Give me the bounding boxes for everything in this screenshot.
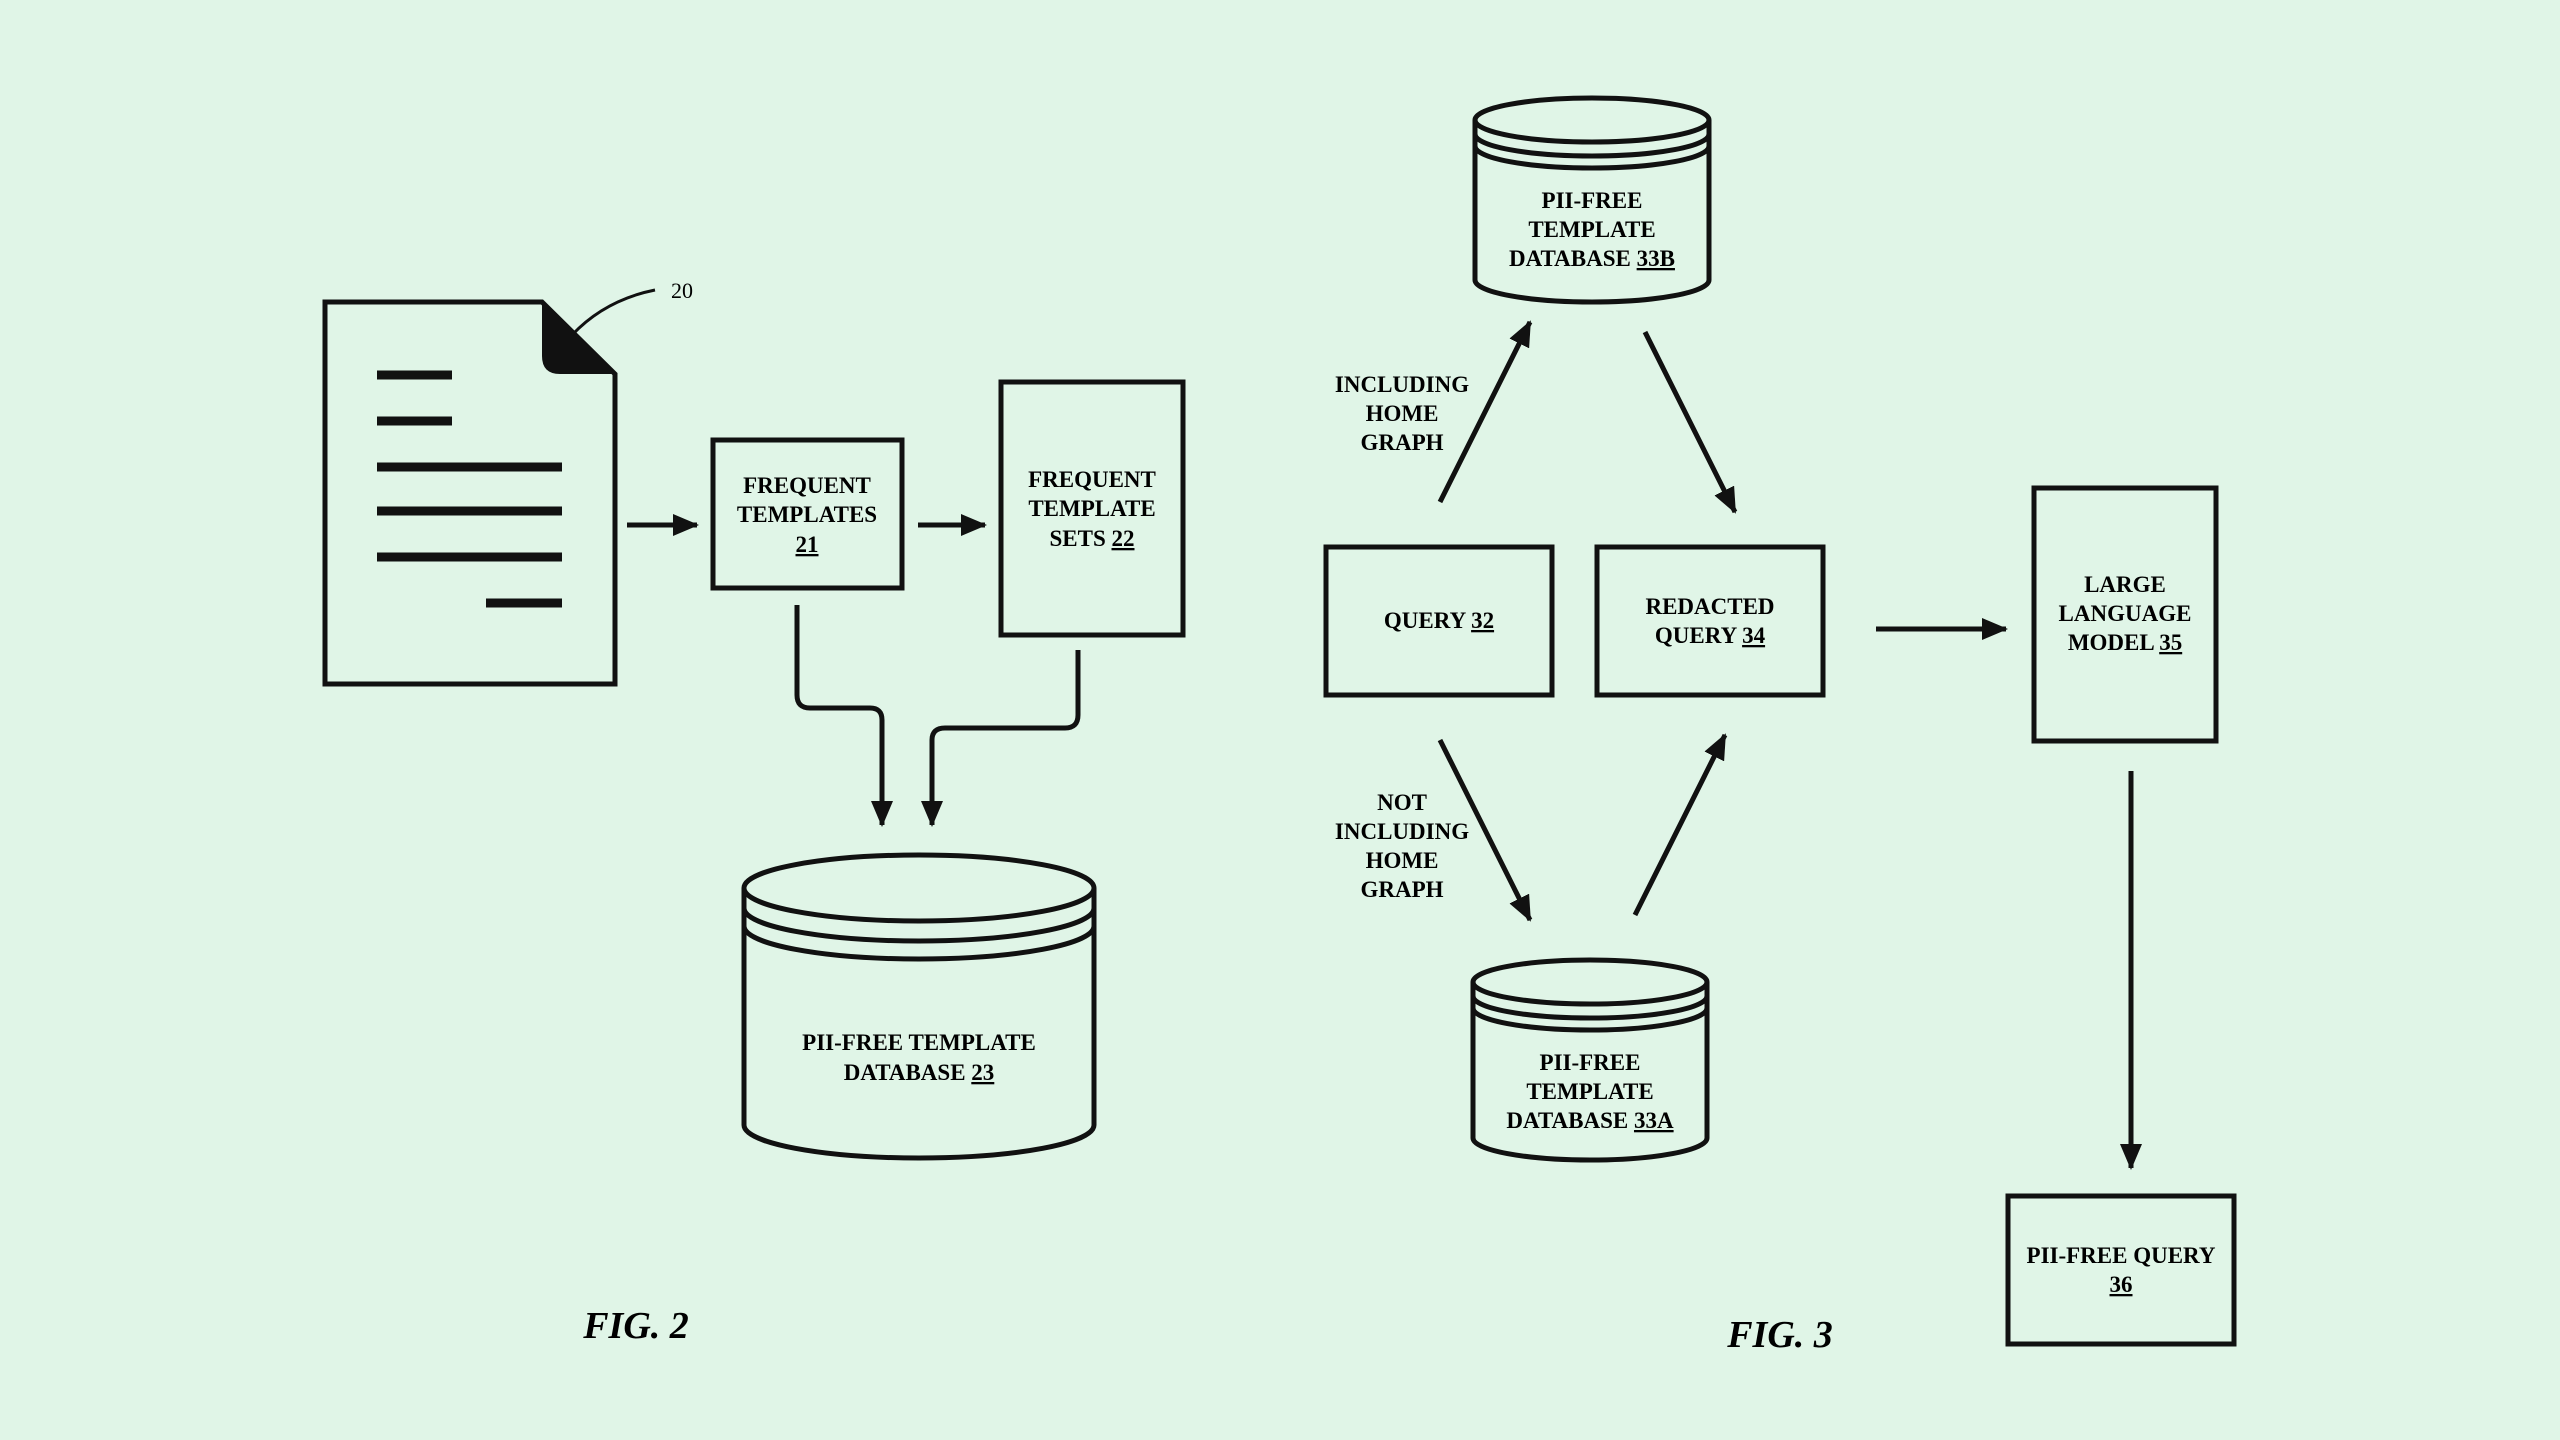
fig2-caption: FIG. 2 [582, 1305, 689, 1347]
document-icon [322, 299, 618, 687]
arrow-query-to-db33b [1437, 320, 1533, 504]
database-33b-label-line1: PII-FREE [1542, 188, 1643, 213]
pii-free-query-36-box: PII-FREE QUERY 36 [2005, 1193, 2237, 1347]
not-including-home-graph-line1: NOT [1377, 790, 1427, 815]
reference-leader-line [570, 288, 656, 337]
arrow-query-to-db33a [1437, 738, 1533, 922]
database-33a-label-line1: PII-FREE [1540, 1050, 1641, 1075]
database-23-label-line2: DATABASE 23 [844, 1060, 995, 1085]
fig3: PII-FREE TEMPLATE DATABASE 33B INCLUDING… [1323, 95, 2237, 1356]
redacted-query-label-line1: REDACTED [1645, 594, 1774, 619]
database-33a-label-line2: TEMPLATE [1526, 1079, 1653, 1104]
pii-free-query-label-line1: PII-FREE QUERY [2027, 1243, 2216, 1268]
including-home-graph-line3: GRAPH [1360, 430, 1443, 455]
database-23-label-line1: PII-FREE TEMPLATE [802, 1030, 1036, 1055]
database-cylinder-33b: PII-FREE TEMPLATE DATABASE 33B [1472, 95, 1712, 305]
template-sets-label-line3: SETS 22 [1049, 526, 1134, 551]
query-32-label: QUERY 32 [1384, 608, 1494, 633]
database-33a-label-line3: DATABASE 33A [1506, 1108, 1674, 1133]
llm-label-line2: LANGUAGE [2059, 601, 2192, 626]
document-reference-number: 20 [671, 278, 693, 303]
frequent-templates-box: FREQUENT TEMPLATES 21 [710, 437, 905, 591]
including-home-graph-line1: INCLUDING [1335, 372, 1469, 397]
database-cylinder-33a: PII-FREE TEMPLATE DATABASE 33A [1470, 957, 1710, 1163]
llm-label-line1: LARGE [2084, 572, 2166, 597]
including-home-graph-line2: HOME [1366, 401, 1439, 426]
arrow-sets-to-database [921, 650, 1081, 827]
fig3-caption: FIG. 3 [1726, 1314, 1833, 1356]
redacted-query-34-box: REDACTED QUERY 34 [1594, 544, 1826, 698]
arrow-templates-to-database [794, 605, 893, 827]
template-sets-label-line1: FREQUENT [1028, 467, 1156, 492]
frequent-templates-number: 21 [796, 532, 819, 557]
not-including-home-graph-line4: GRAPH [1360, 877, 1443, 902]
redacted-query-label-line2: QUERY 34 [1655, 623, 1766, 648]
frequent-templates-label-line1: FREQUENT [743, 473, 871, 498]
arrow-db33a-to-redacted [1632, 733, 1728, 917]
llm-35-box: LARGE LANGUAGE MODEL 35 [2031, 485, 2219, 744]
pii-free-query-number: 36 [2110, 1272, 2133, 1297]
not-including-home-graph-line3: HOME [1366, 848, 1439, 873]
llm-label-line3: MODEL 35 [2068, 630, 2182, 655]
frequent-templates-label-line2: TEMPLATES [737, 502, 877, 527]
database-cylinder-23: PII-FREE TEMPLATE DATABASE 23 [741, 852, 1097, 1161]
not-including-home-graph-line2: INCLUDING [1335, 819, 1469, 844]
query-32-box: QUERY 32 [1323, 544, 1555, 698]
template-sets-label-line2: TEMPLATE [1028, 496, 1155, 521]
database-33b-label-line2: TEMPLATE [1528, 217, 1655, 242]
fig2: 20 FREQUENT TEMPLATES 21 FREQUENT TEMPLA… [322, 278, 1186, 1347]
frequent-template-sets-box: FREQUENT TEMPLATE SETS 22 [998, 379, 1186, 638]
arrow-db33b-to-redacted [1642, 330, 1738, 514]
database-33b-label-line3: DATABASE 33B [1509, 246, 1675, 271]
